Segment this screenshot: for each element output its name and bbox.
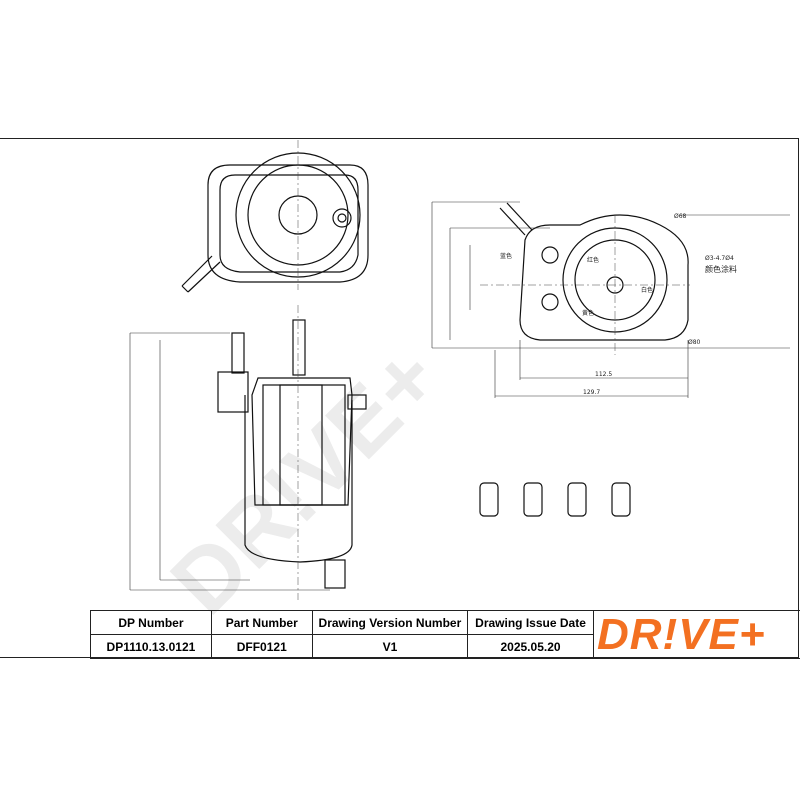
label-white: 白色 [641, 286, 653, 294]
value-dp-number: DP1110.13.0121 [90, 634, 212, 659]
value-version: V1 [311, 634, 469, 659]
header-issue-date: Drawing Issue Date [467, 610, 594, 635]
label-blue: 蓝色 [500, 252, 512, 260]
label-paint: 颜色涂料 [705, 264, 737, 274]
seal-ring [523, 482, 543, 517]
logo-cell [592, 610, 800, 659]
label-dia-top: Ø68 [674, 213, 687, 220]
label-thread: Ø3-4.7Ø4 [705, 255, 734, 262]
value-part-number: DFF0121 [210, 634, 313, 659]
label-yellow: 黄色 [582, 309, 594, 317]
bottom-view: 蓝色 红色 白色 黄色 Ø3-4.7Ø4 颜色涂料 Ø68 Ø80 112.5 … [431, 201, 790, 398]
dimension-1: 112.5 [595, 371, 612, 378]
drive-logo: DR!VE+ [597, 610, 766, 659]
seal-ring [611, 482, 631, 517]
top-view [181, 140, 369, 293]
title-block: DP Number Part Number Drawing Version Nu… [90, 610, 800, 659]
dimension-2: 129.7 [583, 389, 600, 396]
seal-rings [479, 482, 631, 517]
header-version: Drawing Version Number [311, 610, 469, 635]
header-part-number: Part Number [210, 610, 313, 635]
seal-ring [567, 482, 587, 517]
seal-ring [479, 482, 499, 517]
label-dia-bottom: Ø80 [688, 339, 701, 346]
side-view [129, 305, 367, 600]
header-dp-number: DP Number [90, 610, 212, 635]
label-red: 红色 [587, 256, 599, 264]
value-issue-date: 2025.05.20 [467, 634, 594, 659]
